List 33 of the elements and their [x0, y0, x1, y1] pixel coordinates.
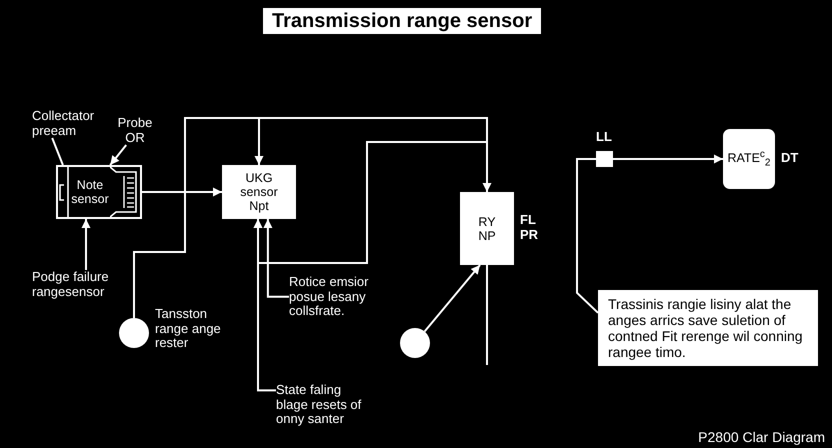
- connector-arrow: [613, 154, 723, 164]
- component-label: Note sensor: [70, 178, 110, 206]
- connector-arrow: [142, 188, 222, 196]
- sensor-component: [56, 165, 142, 219]
- note-text: Trassinis rangie lisiny alat the anges arrics save suletion of contned Fit rerenge wil conning rangee timo.: [608, 296, 804, 360]
- leader-line: [109, 144, 127, 166]
- connector-arrow: [254, 219, 276, 392]
- leader-line: [82, 219, 90, 270]
- connector-line: [576, 158, 599, 314]
- connector-arrow: [424, 264, 481, 332]
- diagram-title: Transmission range sensor: [263, 8, 542, 34]
- box-label: UKG sensor Npt: [239, 171, 279, 213]
- terminal-circle: [400, 328, 430, 358]
- process-box: [723, 129, 775, 189]
- leader-line: [51, 138, 64, 166]
- terminal-block: [596, 151, 613, 167]
- connector-arrow: [263, 219, 289, 298]
- callout-text: Collectator preeam: [32, 109, 104, 138]
- pin-label: DT: [781, 151, 800, 166]
- process-box: [460, 192, 514, 265]
- connector-line: [486, 265, 488, 365]
- diagram-caption: P2800 Clar Diagram: [698, 429, 825, 445]
- terminal-caption: Tansston range ange rester: [155, 307, 222, 350]
- note-box: [598, 290, 818, 366]
- terminal-circle: [119, 318, 149, 348]
- annotation-text: State faling blage resets of onny santer: [276, 383, 376, 426]
- box-label: RY NP: [477, 214, 497, 242]
- annotation-text: Rotice emsior posue lesany collsfrate.: [289, 275, 394, 318]
- pin-label: LL: [596, 130, 613, 144]
- callout-text: Probe OR: [113, 116, 157, 145]
- process-box: [222, 165, 296, 219]
- pin-label: FL PR: [520, 213, 540, 242]
- callout-text: Podge failure rangesensor: [32, 270, 124, 299]
